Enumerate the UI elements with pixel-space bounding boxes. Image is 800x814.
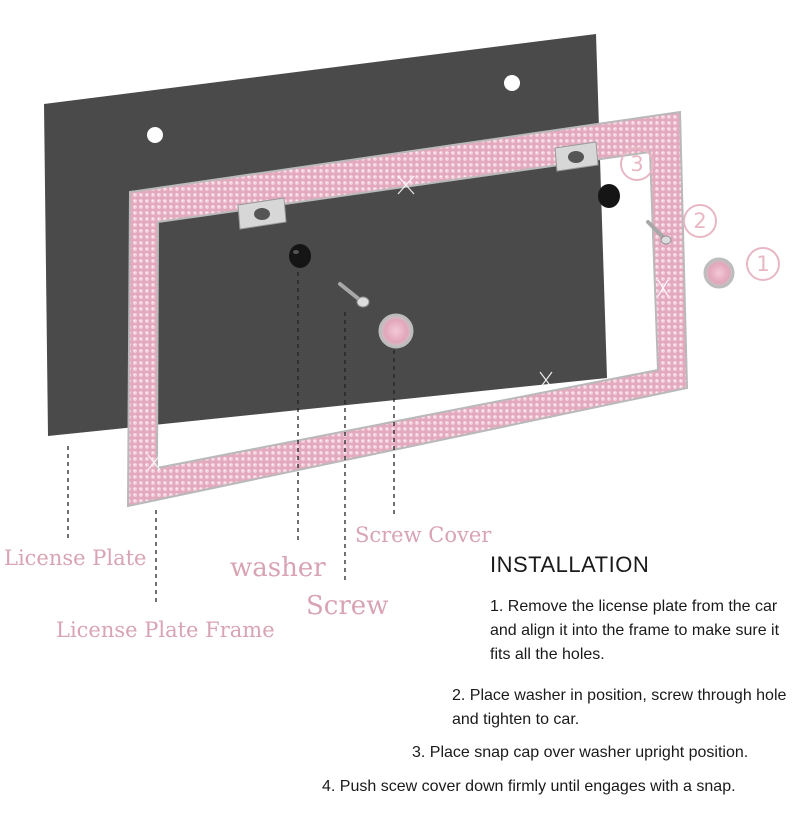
license-plate-label: License Plate xyxy=(4,546,147,570)
callout-1: 1 xyxy=(746,247,780,281)
screw-label: Screw xyxy=(306,591,389,621)
callout-3: 3 xyxy=(620,147,654,181)
leader-lines xyxy=(67,272,395,604)
installation-step-1: 1. Remove the license plate from the car… xyxy=(490,598,780,663)
screw-part xyxy=(338,282,370,308)
washer-highlight xyxy=(293,250,299,254)
installation-step-2: 2. Place washer in position, screw throu… xyxy=(452,687,787,728)
callout-2: 2 xyxy=(683,204,717,238)
plate-hole-right xyxy=(504,75,520,91)
screw-cover-part xyxy=(378,313,414,349)
license-plate-frame-shape xyxy=(126,110,689,508)
installation-step-4: 4. Push scew cover down firmly until eng… xyxy=(322,778,736,795)
washer-part xyxy=(289,244,311,268)
washer-part-right xyxy=(598,184,620,208)
screw-cover-label: Screw Cover xyxy=(355,523,492,547)
plate-hole-left xyxy=(147,127,163,143)
sparkles xyxy=(147,175,669,471)
license-plate-frame-label: License Plate Frame xyxy=(56,618,275,642)
frame-tab-slot-right xyxy=(568,151,584,163)
washer-label: washer xyxy=(230,553,326,583)
screw-part-right xyxy=(646,220,672,245)
frame-tab-slot-left xyxy=(254,208,270,220)
installation-step-3: 3. Place snap cap over washer upright po… xyxy=(412,744,749,761)
installation-title: INSTALLATION xyxy=(490,552,650,577)
screw-cover-part-right xyxy=(703,257,735,289)
license-plate-shape xyxy=(44,34,607,436)
